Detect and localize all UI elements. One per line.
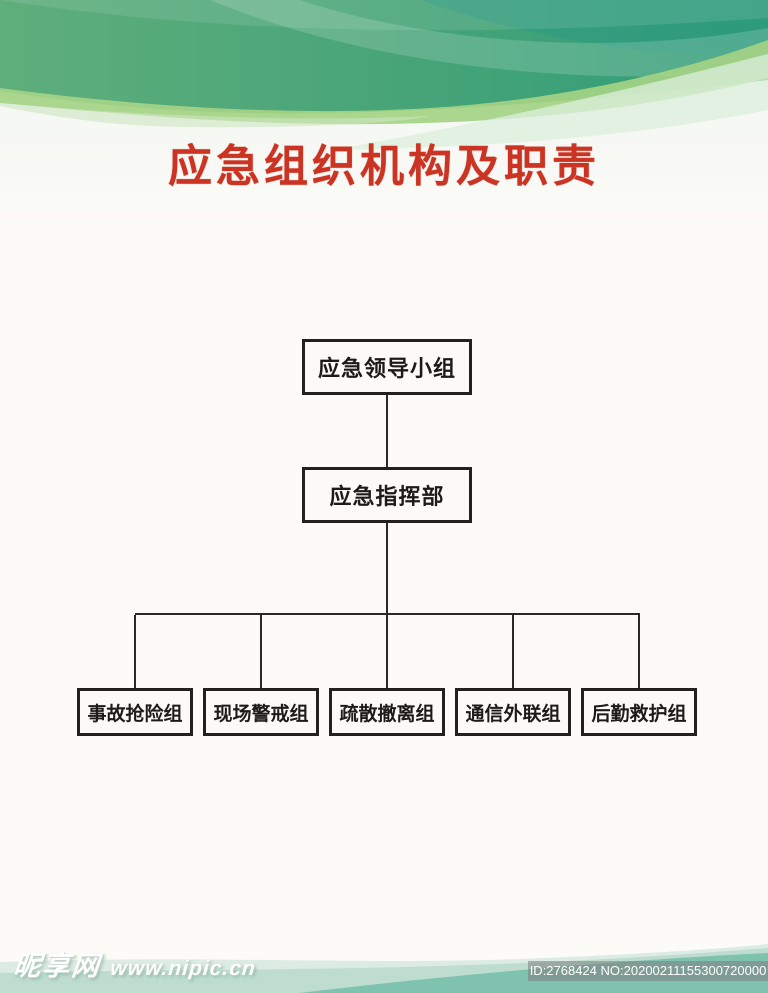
org-node-logistics-medical-team: 后勤救护组 <box>581 688 697 736</box>
connector-drop-1 <box>134 615 136 688</box>
watermark-site-name: 昵享网 <box>12 951 103 981</box>
connector-drop-4 <box>512 615 514 688</box>
org-node-leadership-group: 应急领导小组 <box>302 339 472 395</box>
connector-l1-l2 <box>386 395 388 467</box>
header-wave-graphic <box>0 0 768 150</box>
watermark: 昵享网 www.nipic.cn <box>12 944 259 983</box>
connector-drop-2 <box>260 615 262 688</box>
org-node-communication-liaison-team: 通信外联组 <box>455 688 571 736</box>
connector-bus <box>135 613 640 615</box>
org-node-command-headquarters: 应急指挥部 <box>302 467 472 523</box>
watermark-site-url: www.nipic.cn <box>109 957 258 980</box>
org-node-accident-rescue-team: 事故抢险组 <box>77 688 193 736</box>
page-title: 应急组织机构及职责 <box>168 142 600 191</box>
connector-l2-bus <box>386 523 388 615</box>
connector-drop-3 <box>386 615 388 688</box>
org-node-site-security-team: 现场警戒组 <box>203 688 319 736</box>
connector-drop-5 <box>638 615 640 688</box>
image-id-badge: ID:2768424 NO:20200211155300720000 <box>528 961 768 981</box>
org-node-evacuation-team: 疏散撤离组 <box>329 688 445 736</box>
